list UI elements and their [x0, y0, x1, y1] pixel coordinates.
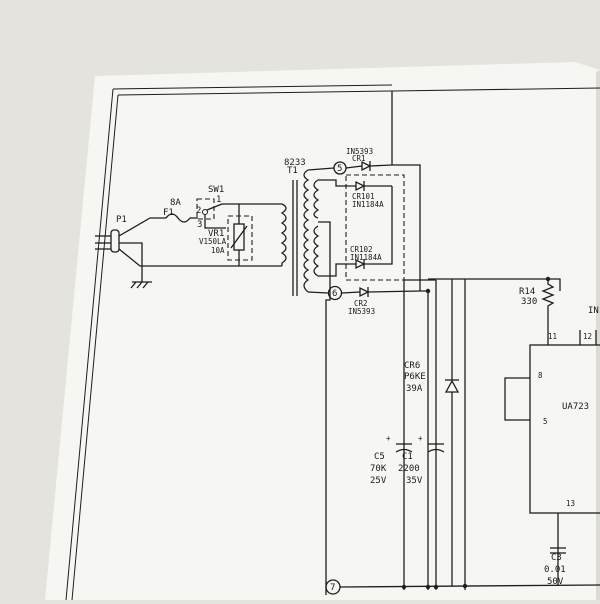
ic-ua723: UA723 11 12 8 5 13 IN — [504, 306, 600, 585]
c1-value: 2200 — [398, 464, 420, 474]
capacitor-c1: + C1 2200 35V — [398, 434, 445, 486]
resistor-r14: R14 330 — [519, 276, 555, 325]
switch-sw1: SW1 1 2 3 — [196, 185, 282, 230]
sw1-pin2: 2 — [196, 206, 201, 216]
varistor-vr1: VR1 V150LA 10A — [199, 204, 253, 266]
c1-voltage: 35V — [406, 476, 423, 486]
c5-voltage: 25V — [370, 476, 387, 486]
vr1-part: V150LA — [199, 237, 227, 246]
node6-label: 6 — [332, 289, 337, 299]
t1-label: T1 — [287, 166, 298, 176]
cr102-part: IN1184A — [350, 253, 382, 262]
diode-cr2: CR2 IN5393 — [348, 286, 375, 316]
ic-label: UA723 — [562, 402, 589, 412]
cr6-part: P6KE — [404, 372, 426, 382]
diode-cr6: CR6 P6KE 39A — [404, 279, 460, 586]
diode-cr101: CR101 IN1184A — [352, 180, 384, 209]
ic-pin5: 5 — [543, 417, 548, 426]
c3-label: C3 — [551, 553, 562, 563]
capacitor-c5: + C5 70K 25V — [370, 434, 413, 486]
r14-value: 330 — [521, 297, 537, 307]
node-6: 6 — [327, 285, 343, 301]
p1-label: P1 — [116, 215, 127, 225]
c5-plus: + — [386, 434, 391, 443]
diode-cr1: IN5393 CR1 — [346, 147, 373, 172]
cr101-label: CR101 — [352, 192, 375, 201]
f1-label: F1 — [163, 208, 174, 218]
fuse-f1: 8A F1 — [163, 198, 198, 223]
c1-plus: + — [418, 434, 423, 443]
f1-rating: 8A — [170, 198, 181, 208]
c1-label: C1 — [402, 452, 413, 462]
c5-value: 70K — [370, 464, 387, 474]
c3-voltage: 50V — [547, 577, 564, 587]
t1-part: 8233 — [284, 158, 306, 168]
node5-label: 5 — [337, 164, 342, 174]
sw1-label: SW1 — [208, 185, 224, 195]
cr6-rating: 39A — [406, 384, 423, 394]
paper-sheet — [45, 62, 600, 600]
diode-cr102: CR102 IN1184A — [350, 245, 382, 270]
drawing-border — [65, 84, 600, 601]
node-5: 5 — [333, 161, 347, 175]
ic-pin12: 12 — [583, 332, 592, 341]
cr101-part: IN1184A — [352, 200, 384, 209]
sw1-pin3: 3 — [197, 220, 202, 230]
vr1-label: VR1 — [208, 229, 224, 239]
cr2-part: IN5393 — [348, 307, 375, 316]
paper-shadow — [596, 70, 600, 600]
ic-pin13: 13 — [566, 499, 575, 508]
top-wire — [391, 91, 421, 284]
c5-label: C5 — [374, 452, 385, 462]
cr1-label: CR1 — [352, 154, 366, 163]
ic-pin8: 8 — [538, 371, 543, 380]
cr2-label: CR2 — [354, 299, 368, 308]
vr1-rating: 10A — [211, 246, 225, 255]
cr101-cr102-box — [345, 174, 405, 281]
cr1-part: IN5393 — [346, 147, 373, 156]
ic-edge-label: IN — [588, 306, 599, 316]
node7-label: 7 — [330, 583, 335, 593]
cr102-label: CR102 — [350, 245, 373, 254]
ic-pin11: 11 — [548, 332, 557, 341]
r14-label: R14 — [519, 287, 535, 297]
c3-value: 0.01 — [544, 565, 566, 575]
supply-rails — [339, 278, 600, 590]
transformer-t1: 8233 T1 — [280, 158, 320, 296]
capacitor-c3: C3 0.01 50V — [544, 547, 566, 587]
sw1-pin1: 1 — [216, 195, 221, 205]
cr6-label: CR6 — [404, 361, 420, 371]
connector-p1: P1 — [95, 215, 282, 289]
